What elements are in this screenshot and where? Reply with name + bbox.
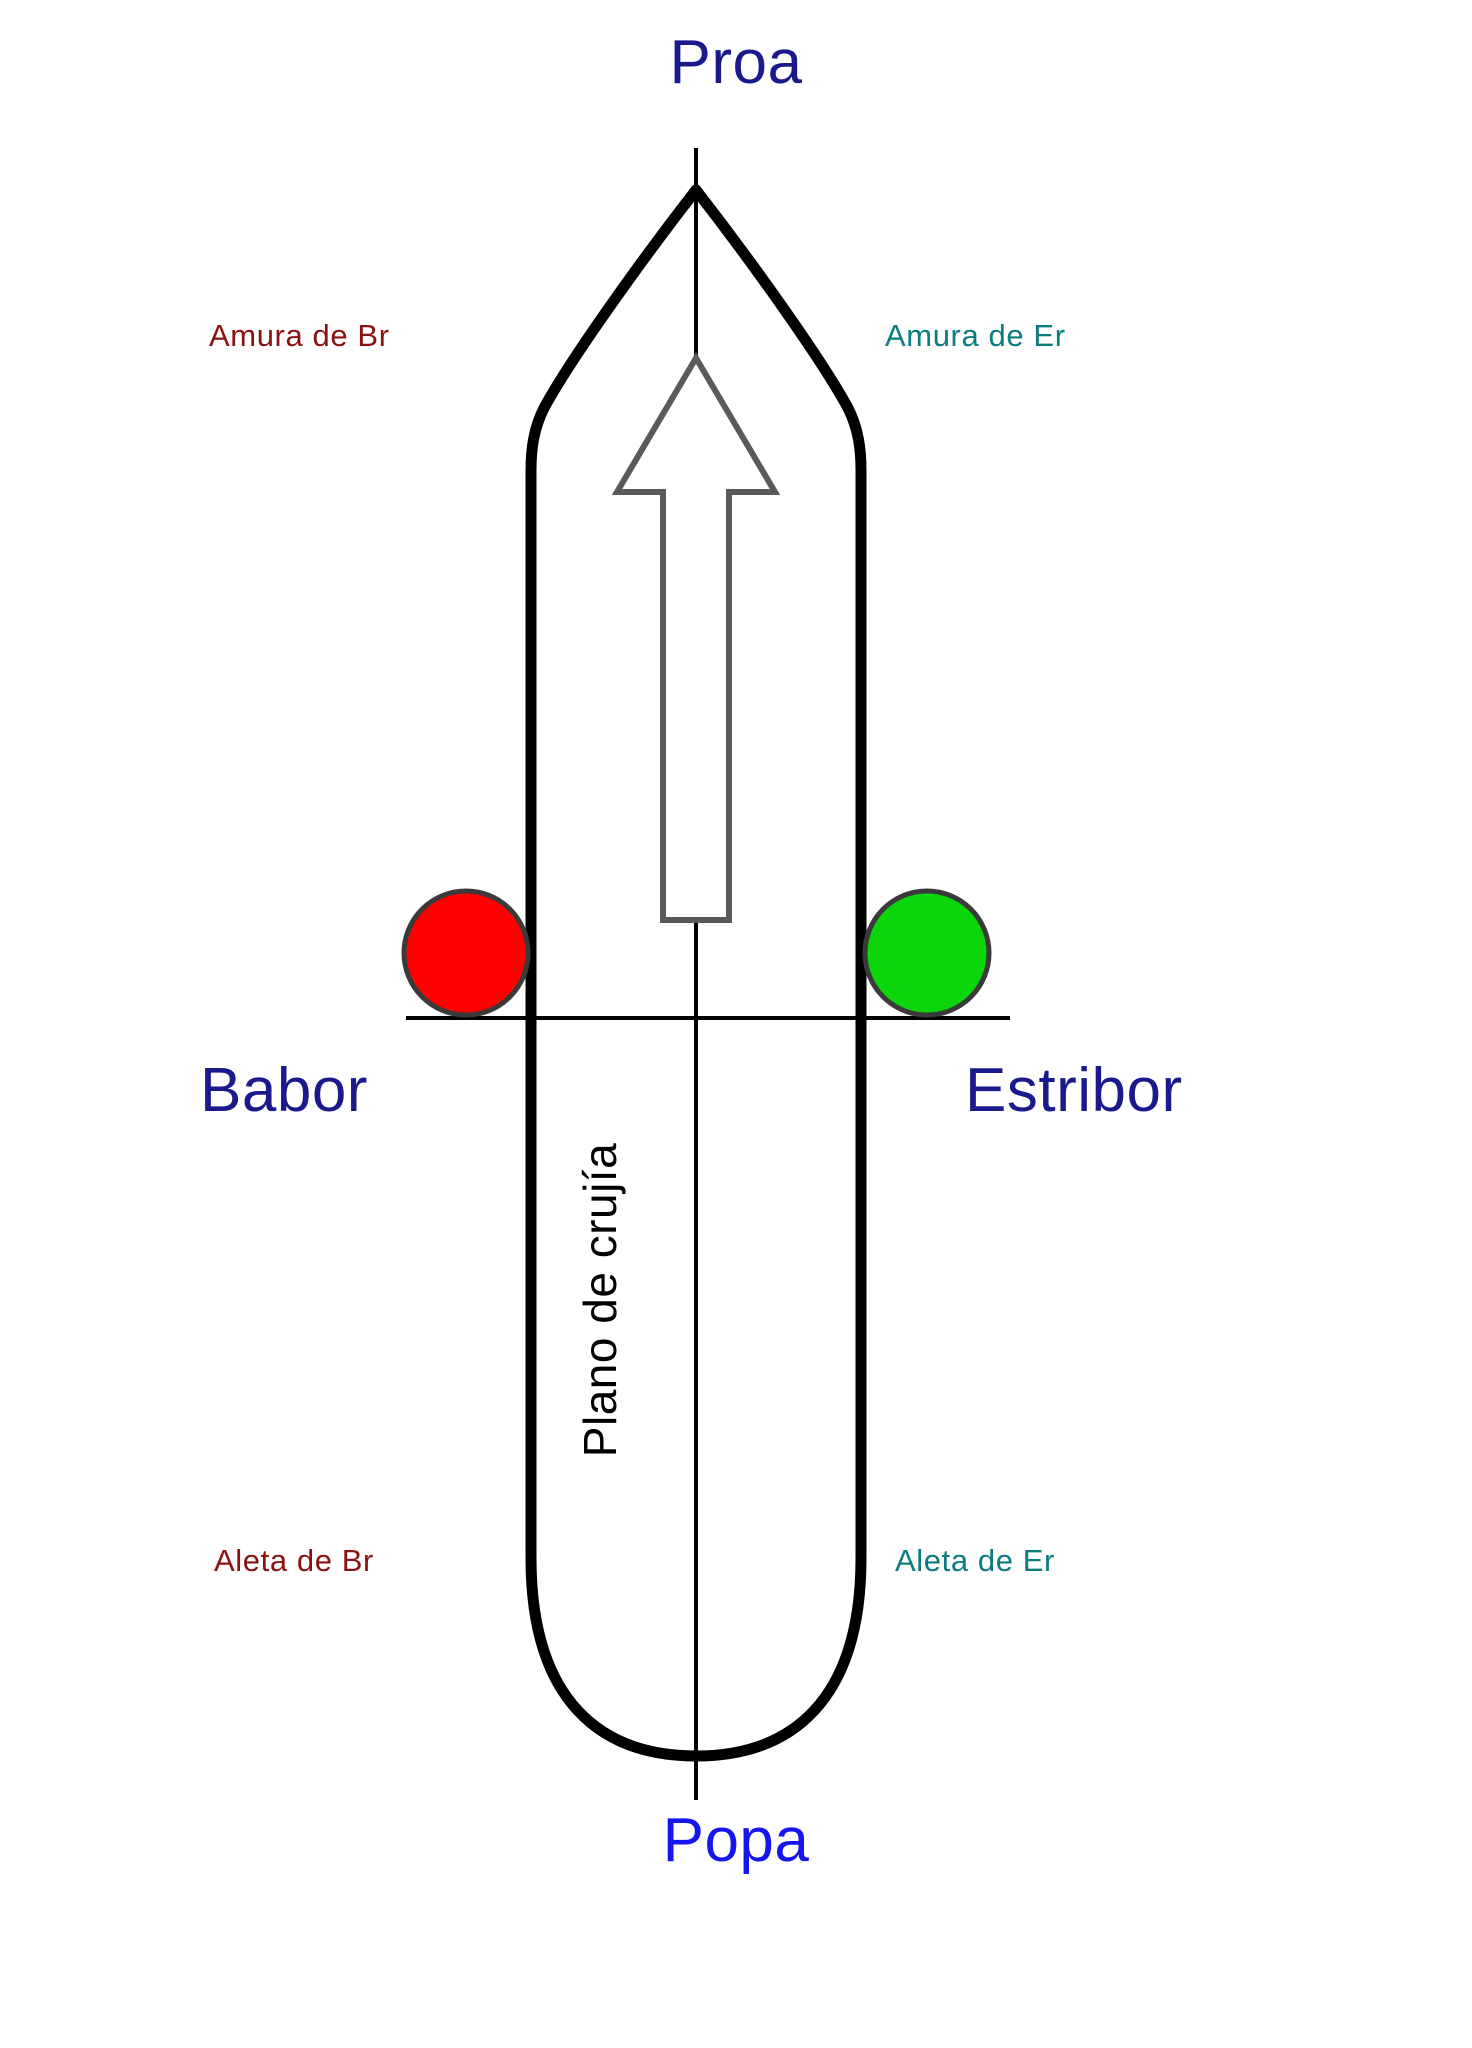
label-bow-port-quarter: Amura de Br (209, 318, 390, 353)
label-stern-popa: Popa (662, 1806, 810, 1875)
port-navigation-light-red (401, 888, 531, 1018)
label-centerline-plano-de-crujia: Plano de crujía (574, 1142, 626, 1458)
label-starboard-estribor: Estribor (965, 1056, 1183, 1125)
label-stern-port-quarter: Aleta de Br (214, 1543, 374, 1578)
starboard-navigation-light-green (862, 888, 992, 1018)
label-bow-starboard-quarter: Amura de Er (885, 318, 1066, 353)
heading-arrow (611, 352, 781, 923)
ship-hull-outline (525, 184, 867, 1762)
label-port-babor: Babor (200, 1056, 368, 1125)
label-bow-proa: Proa (669, 28, 803, 97)
label-stern-starboard-quarter: Aleta de Er (895, 1543, 1055, 1578)
